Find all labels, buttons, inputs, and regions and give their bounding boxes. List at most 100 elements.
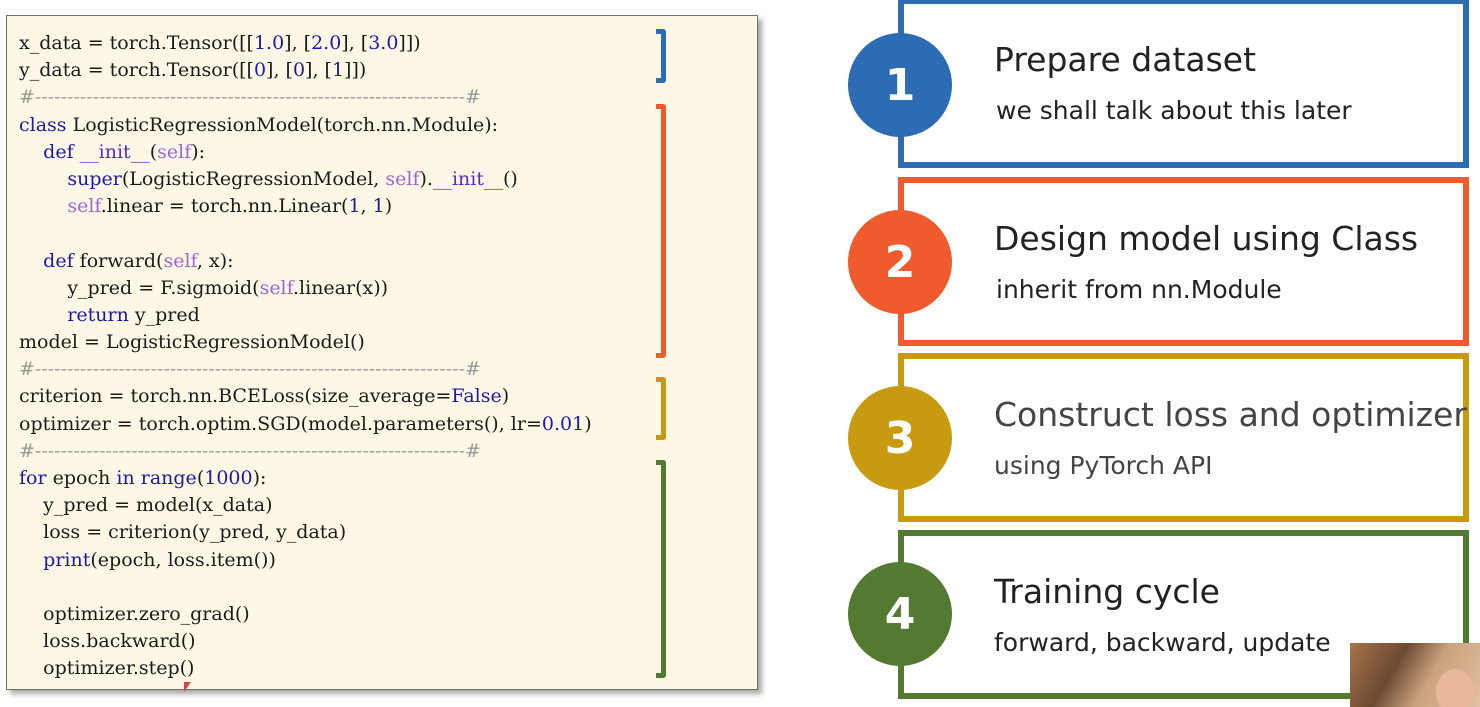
step-number-badge-3: 3 — [848, 386, 952, 490]
code-token: super — [67, 167, 122, 190]
code-line: print(epoch, loss.item()) — [19, 547, 592, 574]
model-bracket — [656, 104, 666, 358]
code-token: ( — [149, 140, 158, 163]
code-token: def — [43, 140, 74, 163]
code-token: (epoch, loss.item()) — [90, 548, 276, 571]
code-line: def __init__(self): — [19, 139, 592, 166]
code-token: ], [ — [341, 32, 369, 54]
code-token: print — [43, 548, 91, 571]
code-token: 1 — [331, 59, 345, 82]
code-line — [19, 574, 592, 601]
code-token: ): — [191, 140, 206, 163]
code-token: range — [140, 467, 197, 489]
step-title: Prepare dataset — [994, 40, 1257, 79]
step-number-badge-1: 1 — [848, 33, 952, 137]
code-token: y_pred — [128, 303, 200, 326]
code-token: self — [163, 249, 197, 272]
code-token — [19, 195, 67, 217]
code-token: forward( — [73, 249, 164, 272]
training-bracket — [656, 460, 666, 678]
code-token: ) — [384, 195, 393, 218]
code-token: 2.0 — [311, 32, 342, 54]
code-token: ]]) — [398, 32, 421, 54]
code-token: LogisticRegressionModel(torch.nn.Module)… — [66, 113, 499, 136]
code-token: ). — [419, 167, 433, 190]
code-token: y_pred = F.sigmoid( — [19, 276, 260, 299]
step-card-1: Prepare dataset we shall talk about this… — [898, 0, 1469, 168]
code-token: 1 — [372, 195, 385, 218]
dataset-bracket — [656, 29, 666, 83]
step-subtitle: we shall talk about this later — [996, 96, 1352, 125]
code-token: self — [259, 276, 293, 299]
code-line: self.linear = torch.nn.Linear(1, 1) — [19, 193, 592, 220]
code-token: 3.0 — [368, 32, 399, 54]
code-line: #---------------------------------------… — [19, 84, 592, 111]
code-token: #---------------------------------------… — [19, 86, 481, 109]
code-token: 1 — [348, 195, 361, 218]
code-line: y_pred = F.sigmoid(self.linear(x)) — [19, 275, 592, 302]
code-token: () — [502, 167, 518, 190]
code-token: self — [157, 140, 192, 163]
code-token: 0 — [253, 59, 267, 82]
code-token — [19, 304, 67, 326]
code-line: return y_pred — [19, 302, 592, 329]
code-line: loss = criterion(y_pred, y_data) — [19, 519, 592, 546]
code-token: #---------------------------------------… — [19, 358, 481, 381]
code-token: (LogisticRegressionModel, — [121, 167, 386, 190]
code-token: .linear = torch.nn.Linear( — [100, 195, 349, 218]
code-line: for epoch in range(1000): — [19, 465, 592, 492]
code-token: ( — [196, 467, 205, 489]
step-subtitle: using PyTorch API — [994, 451, 1213, 480]
code-token: optimizer.zero_grad() — [19, 602, 250, 625]
code-block: x_data = torch.Tensor([[1.0], [2.0], [3.… — [19, 30, 592, 683]
code-line: def forward(self, x): — [19, 248, 592, 275]
step-card-2: Design model using Class inherit from nn… — [898, 177, 1469, 346]
code-token: 0.01 — [541, 412, 585, 435]
code-token: ) — [584, 412, 592, 435]
code-line: y_pred = model(x_data) — [19, 492, 592, 519]
code-line: optimizer = torch.optim.SGD(model.parame… — [19, 411, 592, 438]
code-token: self — [385, 167, 420, 190]
step-subtitle: inherit from nn.Module — [996, 275, 1282, 304]
code-line: y_data = torch.Tensor([[0], [0], [1]]) — [19, 57, 592, 84]
code-token — [19, 141, 43, 163]
code-token: 0 — [292, 59, 306, 82]
code-line: class LogisticRegressionModel(torch.nn.M… — [19, 112, 592, 139]
code-token: y_pred = model(x_data) — [19, 494, 273, 517]
code-token: epoch — [46, 467, 117, 489]
code-token: , x): — [196, 249, 234, 272]
webcam-overlay — [1350, 643, 1480, 707]
code-token: loss.backward() — [19, 630, 196, 653]
code-token: False — [451, 385, 502, 408]
code-token: optimizer = torch.optim.SGD(model.parame… — [19, 412, 542, 435]
code-token: ): — [252, 467, 267, 489]
code-token: x_data = torch.Tensor([[ — [19, 32, 254, 54]
loss-bracket — [656, 377, 666, 440]
code-token: self — [67, 195, 101, 218]
code-line: criterion = torch.nn.BCELoss(size_averag… — [19, 383, 592, 410]
step-title: Training cycle — [994, 572, 1220, 611]
code-token: 1000 — [204, 467, 253, 489]
code-token: criterion = torch.nn.BCELoss(size_averag… — [19, 385, 452, 408]
code-line: #---------------------------------------… — [19, 438, 592, 465]
code-token: .linear(x)) — [293, 276, 389, 299]
code-token: optimizer.step() — [19, 657, 195, 680]
mouse-cursor-icon — [184, 682, 191, 692]
code-token: ], [ — [284, 32, 312, 54]
code-line — [19, 220, 592, 247]
presenter-face — [1436, 669, 1474, 707]
step-title: Construct loss and optimizer — [994, 395, 1467, 434]
code-token — [19, 250, 43, 272]
code-panel: x_data = torch.Tensor([[1.0], [2.0], [3.… — [6, 15, 758, 690]
code-token: , — [360, 195, 373, 218]
code-line: #---------------------------------------… — [19, 356, 592, 383]
step-number-badge-4: 4 — [848, 562, 952, 666]
code-line: x_data = torch.Tensor([[1.0], [2.0], [3.… — [19, 30, 592, 57]
code-line: super(LogisticRegressionModel, self).__i… — [19, 166, 592, 193]
step-number-badge-2: 2 — [848, 210, 952, 314]
code-token: ) — [501, 385, 510, 408]
code-token: loss = criterion(y_pred, y_data) — [19, 521, 347, 544]
code-token — [19, 168, 67, 190]
code-token: model = LogisticRegressionModel() — [19, 331, 365, 354]
step-subtitle: forward, backward, update — [994, 628, 1331, 657]
